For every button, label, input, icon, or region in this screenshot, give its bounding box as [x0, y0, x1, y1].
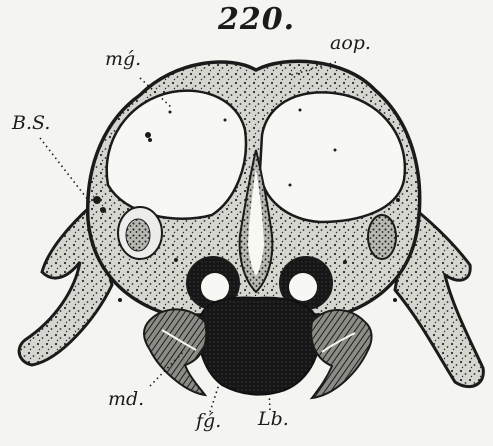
right-mandible: [311, 310, 371, 398]
label-md: md.: [108, 388, 144, 410]
label-aop: aop.: [330, 32, 371, 54]
right-otic-vesicle: [368, 215, 396, 259]
labrum: [198, 298, 319, 395]
label-mg: mǵ.: [105, 48, 141, 70]
label-fg: fǵ.: [196, 410, 221, 432]
label-lb: Lb.: [258, 408, 289, 430]
label-bs: B.S.: [12, 112, 50, 134]
figure-number: 220.: [218, 2, 295, 37]
